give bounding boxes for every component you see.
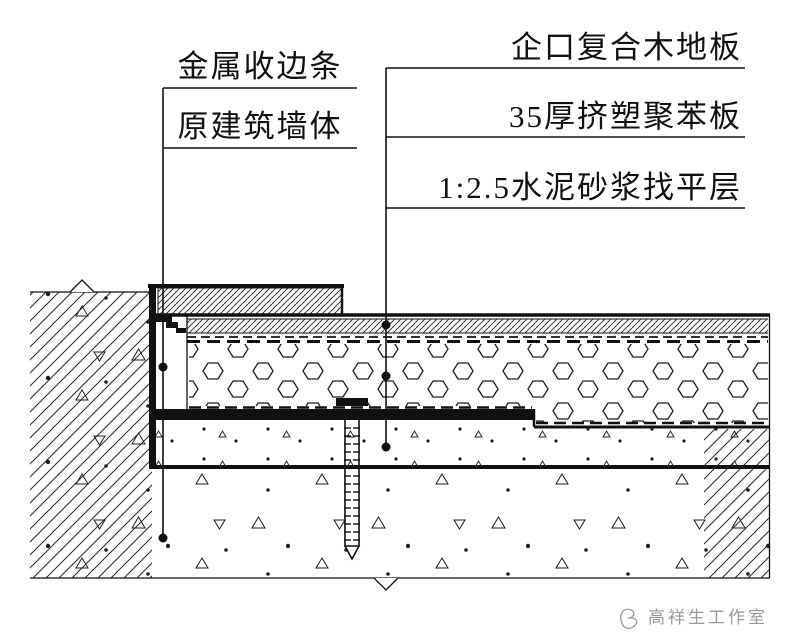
wood-flooring-layer xyxy=(187,319,768,333)
leader-dot-wood-floor xyxy=(381,320,391,330)
studio-logo-icon xyxy=(620,608,638,630)
xps-board-step xyxy=(536,406,768,423)
studio-watermark-text: 高祥生工作室 xyxy=(648,608,768,627)
watermark: 高祥生工作室 xyxy=(620,608,768,630)
leader-dot-mortar xyxy=(381,442,391,452)
label-wall: 原建筑墙体 xyxy=(178,109,343,144)
trim-wood-blocking xyxy=(157,287,343,315)
anchor-screw xyxy=(336,398,368,561)
trim-vertical-leg xyxy=(149,284,156,469)
label-wood-floor: 企口复合木地板 xyxy=(511,30,742,65)
screw-shaft xyxy=(344,420,360,546)
callouts xyxy=(158,67,745,543)
wall-concrete-texture xyxy=(30,292,152,578)
screw-threads xyxy=(344,426,360,546)
metal-edge-trim xyxy=(148,284,344,469)
screw-head xyxy=(336,398,368,406)
xps-board xyxy=(189,344,768,406)
metal-trim-base-plate xyxy=(152,409,534,420)
label-metal-trim: 金属收边条 xyxy=(178,49,343,84)
trim-clip-step-3 xyxy=(176,328,186,333)
callout-labels: 金属收边条 原建筑墙体 企口复合木地板 35厚挤塑聚苯板 1:2.5水泥砂浆找平… xyxy=(178,30,742,205)
screw-tip xyxy=(343,545,361,561)
label-xps: 35厚挤塑聚苯板 xyxy=(509,99,742,134)
leader-dot-xps xyxy=(381,371,391,381)
leader-dot-wall xyxy=(158,533,168,543)
trim-clip-step-2 xyxy=(166,322,178,328)
leader-dot-trim xyxy=(158,362,168,372)
trim-clip-step-1 xyxy=(156,315,172,322)
trim-top-cap xyxy=(148,284,344,288)
wall-break-mark xyxy=(69,279,95,293)
slab-break-mark xyxy=(373,577,399,591)
label-mortar: 1:2.5水泥砂浆找平层 xyxy=(438,170,742,205)
floor-layers xyxy=(152,313,770,467)
wall-section xyxy=(30,279,152,578)
slab-concrete-texture xyxy=(152,469,770,578)
